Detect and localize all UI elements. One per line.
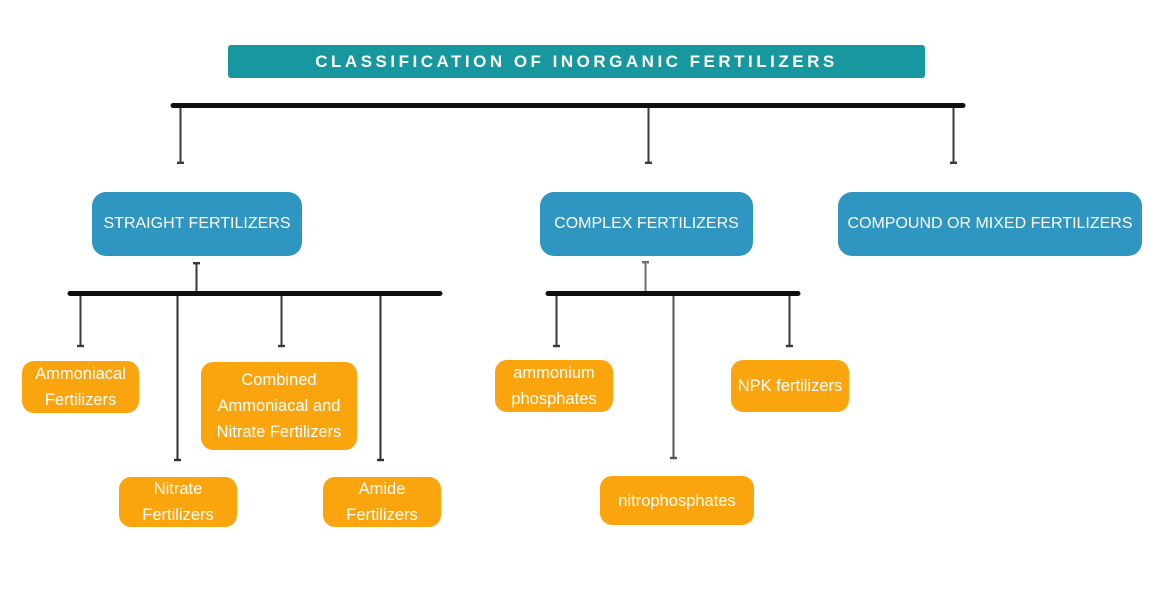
branch-compound-mixed-fertilizers: COMPOUND OR MIXED FERTILIZERS [838, 192, 1142, 256]
leaf-ammoniacal-fertilizers: Ammoniacal Fertilizers [22, 361, 139, 413]
leaf-nitrophosphates: nitrophosphates [600, 476, 754, 525]
leaf-npk-fertilizers: NPK fertilizers [731, 360, 849, 412]
leaf-ammonium-phosphates: ammonium phosphates [495, 360, 613, 412]
leaf-combined-ammoniacal-nitrate-fertilizers: Combined Ammoniacal and Nitrate Fertiliz… [201, 362, 357, 450]
diagram-title: CLASSIFICATION OF INORGANIC FERTILIZERS [228, 45, 925, 78]
branch-complex-fertilizers: COMPLEX FERTILIZERS [540, 192, 753, 256]
leaf-amide-fertilizers: Amide Fertilizers [323, 477, 441, 527]
tree-connector-root [170, 103, 966, 165]
branch-straight-fertilizers: STRAIGHT FERTILIZERS [92, 192, 302, 256]
leaf-nitrate-fertilizers: Nitrate Fertilizers [119, 477, 237, 527]
